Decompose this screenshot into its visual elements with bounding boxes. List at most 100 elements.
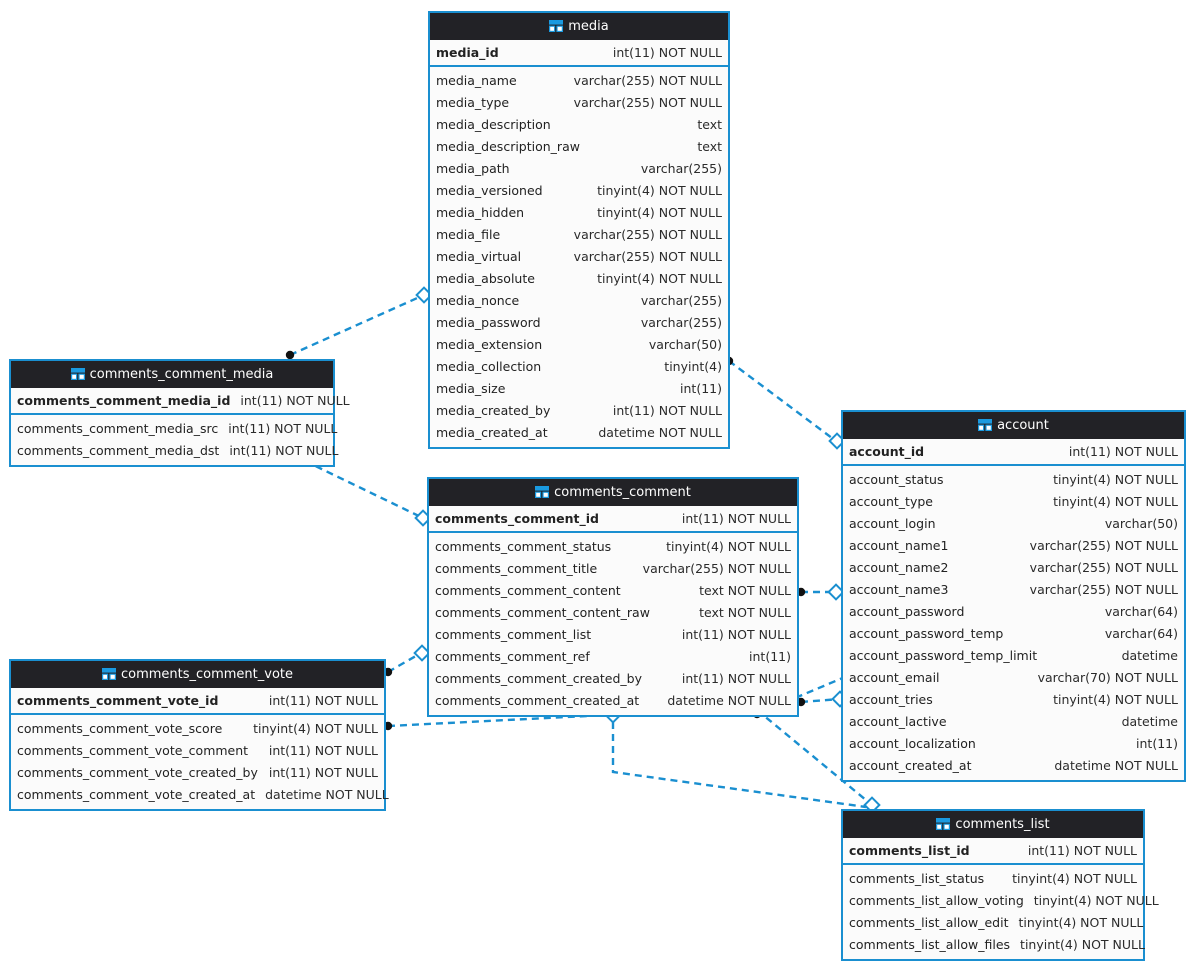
table-icon bbox=[70, 363, 85, 390]
table-icon bbox=[978, 414, 993, 441]
table-media[interactable]: media media_id int(11) NOT NULL media_na… bbox=[428, 11, 730, 449]
column-type: int(11) NOT NULL bbox=[1068, 444, 1178, 459]
table-comments_list[interactable]: comments_list comments_list_id int(11) N… bbox=[841, 809, 1159, 961]
column-name: media_extension bbox=[436, 337, 543, 352]
table-account[interactable]: account account_id int(11) NOT NULL acco… bbox=[841, 410, 1186, 782]
column-name: media_size bbox=[436, 381, 506, 396]
column-name: account_email bbox=[849, 670, 940, 685]
column-name: media_description bbox=[436, 117, 551, 132]
table-title: account bbox=[997, 418, 1049, 433]
column-name: comments_comment_content_raw bbox=[435, 605, 650, 620]
column-type: varchar(255) NOT NULL bbox=[573, 249, 722, 264]
column-type: int(11) NOT NULL bbox=[229, 443, 339, 458]
column-type: datetime NOT NULL bbox=[1054, 758, 1178, 773]
column-type: tinyint(4) NOT NULL bbox=[1020, 937, 1145, 952]
primary-key-row: comments_comment_id int(11) NOT NULL bbox=[429, 506, 797, 533]
column-name: comments_list_allow_voting bbox=[849, 893, 1024, 908]
column-name: comments_comment_vote_id bbox=[17, 693, 219, 708]
column-type: int(11) NOT NULL bbox=[681, 511, 791, 526]
column-row: media_extension varchar(50) bbox=[430, 334, 728, 356]
table-header-account: account bbox=[843, 412, 1184, 439]
column-type: tinyint(4) NOT NULL bbox=[253, 721, 378, 736]
column-name: comments_comment_status bbox=[435, 539, 612, 554]
table-header-comments_comment_vote: comments_comment_vote bbox=[11, 661, 384, 688]
table-header-media: media bbox=[430, 13, 728, 40]
column-type: varchar(50) bbox=[1104, 516, 1178, 531]
column-name: media_name bbox=[436, 73, 517, 88]
column-name: account_created_at bbox=[849, 758, 972, 773]
table-comments_comment_media[interactable]: comments_comment_media comments_comment_… bbox=[9, 359, 350, 467]
column-type: varchar(50) bbox=[648, 337, 722, 352]
relationship-comments_comment-comments_list[interactable] bbox=[611, 709, 881, 814]
relationship-comments_comment_media-comments_comment[interactable] bbox=[300, 456, 432, 527]
column-name: account_type bbox=[849, 494, 933, 509]
column-name: media_id bbox=[436, 45, 499, 60]
column-type: int(11) NOT NULL bbox=[1027, 843, 1137, 858]
column-type: varchar(255) NOT NULL bbox=[573, 95, 722, 110]
column-name: account_name1 bbox=[849, 538, 949, 553]
table-icon bbox=[535, 481, 550, 508]
edge-dot-marker bbox=[285, 350, 295, 360]
column-name: media_type bbox=[436, 95, 510, 110]
column-name: account_name2 bbox=[849, 560, 949, 575]
table-comments_comment_vote[interactable]: comments_comment_vote comments_comment_v… bbox=[9, 659, 389, 811]
column-row: account_type tinyint(4) NOT NULL bbox=[843, 491, 1184, 513]
relationship-media-account[interactable] bbox=[724, 356, 846, 450]
primary-key-row: comments_list_id int(11) NOT NULL bbox=[843, 838, 1143, 865]
column-row: media_description text bbox=[430, 114, 728, 136]
table-comments_comment[interactable]: comments_comment comments_comment_id int… bbox=[427, 477, 799, 717]
column-name: comments_comment_created_by bbox=[435, 671, 642, 686]
column-name: account_lactive bbox=[849, 714, 947, 729]
column-row: media_file varchar(255) NOT NULL bbox=[430, 224, 728, 246]
relationship-comments_comment-account-created-by[interactable] bbox=[796, 583, 845, 601]
table-title: media bbox=[568, 19, 609, 34]
relationship-comments_comment-account-lower[interactable] bbox=[796, 690, 849, 708]
column-type: tinyint(4) NOT NULL bbox=[1053, 494, 1178, 509]
column-list: media_name varchar(255) NOT NULL media_ty… bbox=[430, 67, 728, 447]
column-name: media_file bbox=[436, 227, 501, 242]
column-name: media_collection bbox=[436, 359, 542, 374]
column-type: text bbox=[697, 139, 722, 154]
column-type: varchar(255) NOT NULL bbox=[642, 561, 791, 576]
relationship-comments_comment_vote-comments_comment[interactable] bbox=[383, 644, 431, 677]
column-type: datetime NOT NULL bbox=[265, 787, 389, 802]
column-type: text NOT NULL bbox=[699, 583, 791, 598]
column-name: comments_comment_media_id bbox=[17, 393, 231, 408]
column-row: media_collection tinyint(4) bbox=[430, 356, 728, 378]
column-name: media_hidden bbox=[436, 205, 525, 220]
column-type: tinyint(4) NOT NULL bbox=[1053, 472, 1178, 487]
column-name: comments_comment_title bbox=[435, 561, 598, 576]
column-name: comments_comment_vote_comment bbox=[17, 743, 249, 758]
column-type: int(11) NOT NULL bbox=[268, 765, 378, 780]
relationship-comments_comment_media-media[interactable] bbox=[285, 286, 433, 360]
column-type: text bbox=[697, 117, 722, 132]
column-type: varchar(255) NOT NULL bbox=[573, 227, 722, 242]
column-type: tinyint(4) bbox=[664, 359, 722, 374]
column-name: account_password bbox=[849, 604, 965, 619]
column-name: comments_comment_ref bbox=[435, 649, 590, 664]
primary-key-row: account_id int(11) NOT NULL bbox=[843, 439, 1184, 466]
